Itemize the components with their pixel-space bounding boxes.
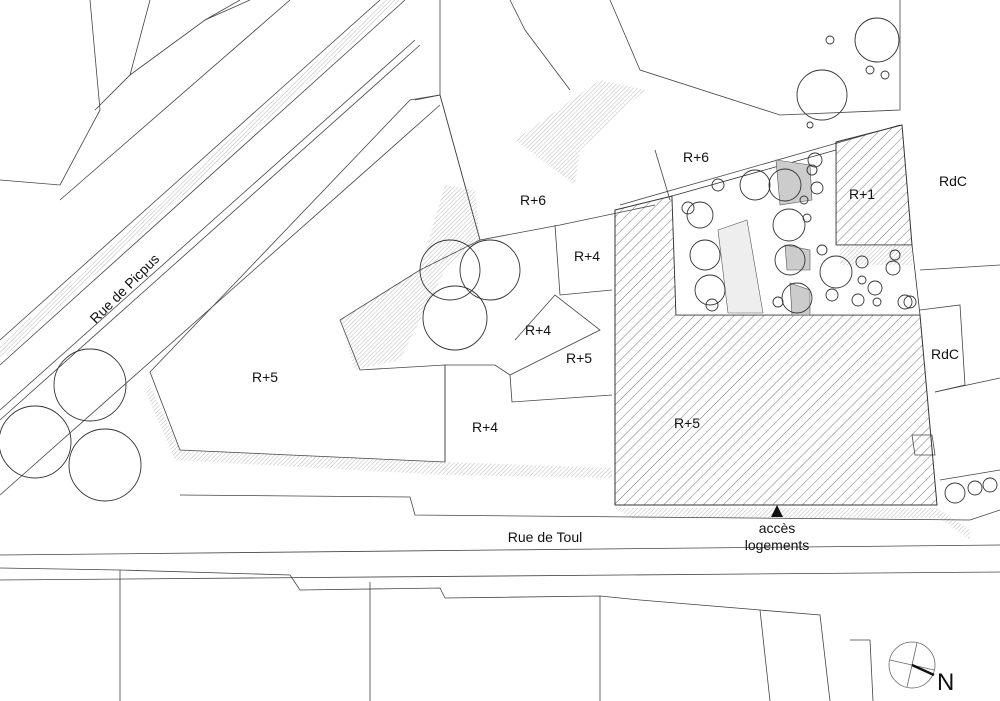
building-label: R+4 — [472, 419, 498, 435]
north-arrow-icon — [888, 641, 936, 689]
courtyard-trees — [419, 239, 521, 351]
access-arrow-icon — [771, 505, 783, 517]
building-label: R+5 — [252, 369, 278, 385]
street-trees — [0, 348, 142, 502]
garden-planter — [789, 282, 811, 316]
hatched-path — [840, 245, 912, 265]
building-label: R+5 — [566, 350, 592, 366]
north-label: N — [937, 669, 954, 696]
garden-trees — [681, 152, 917, 314]
building-label: R+4 — [574, 248, 600, 264]
building-label: RdC — [939, 173, 967, 189]
building-label: RdC — [931, 346, 959, 362]
building-label: R+6 — [520, 192, 546, 208]
access-label: accès — [759, 520, 796, 536]
sidewalk-trees — [944, 477, 998, 504]
courtyard-shade — [340, 185, 480, 370]
building-label: R+6 — [683, 149, 709, 165]
street-label-toul: Rue de Toul — [508, 529, 582, 545]
rue-de-picpus-road — [0, 0, 441, 496]
building-label: R+4 — [525, 322, 551, 338]
shadow-strip — [145, 385, 612, 478]
diagonal-shade — [515, 80, 645, 185]
garden-planter — [784, 244, 811, 271]
rue-de-toul-road — [0, 494, 1000, 701]
access-label: logements — [745, 537, 810, 553]
building-label: R+1 — [849, 186, 875, 202]
building-label: R+5 — [674, 415, 700, 431]
northeast-trees — [796, 17, 900, 129]
garden-planter — [775, 159, 813, 206]
building-r1 — [835, 124, 913, 246]
